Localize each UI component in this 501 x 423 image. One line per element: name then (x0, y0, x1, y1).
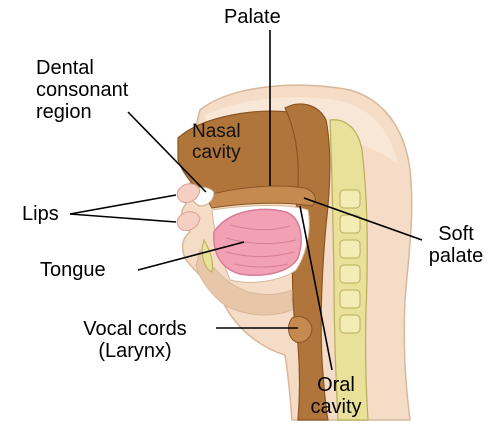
dental-label-line2: consonant (36, 79, 128, 101)
soft-palate-label-line2: palate (420, 245, 492, 267)
tongue-label: Tongue (40, 259, 106, 281)
tongue-shape (214, 209, 301, 275)
lips-label: Lips (22, 203, 59, 225)
oral-cavity-label-line1: Oral (296, 374, 376, 396)
lips-leader-upper (70, 195, 176, 214)
palate-label: Palate (224, 6, 281, 28)
vocal-cords-label-line1: Vocal cords (56, 318, 214, 340)
lips-leader-lower (70, 214, 176, 222)
larynx (289, 316, 312, 342)
nasal-cavity-label-line2: cavity (192, 143, 241, 163)
dental-label-line3: region (36, 101, 92, 123)
nasal-cavity-label-line1: Nasal (192, 122, 241, 142)
soft-palate-label-line1: Soft (420, 223, 492, 245)
oral-cavity-label-line2: cavity (296, 396, 376, 418)
vocal-cords-label-line2: (Larynx) (56, 340, 214, 362)
dental-label-line1: Dental (36, 57, 94, 79)
